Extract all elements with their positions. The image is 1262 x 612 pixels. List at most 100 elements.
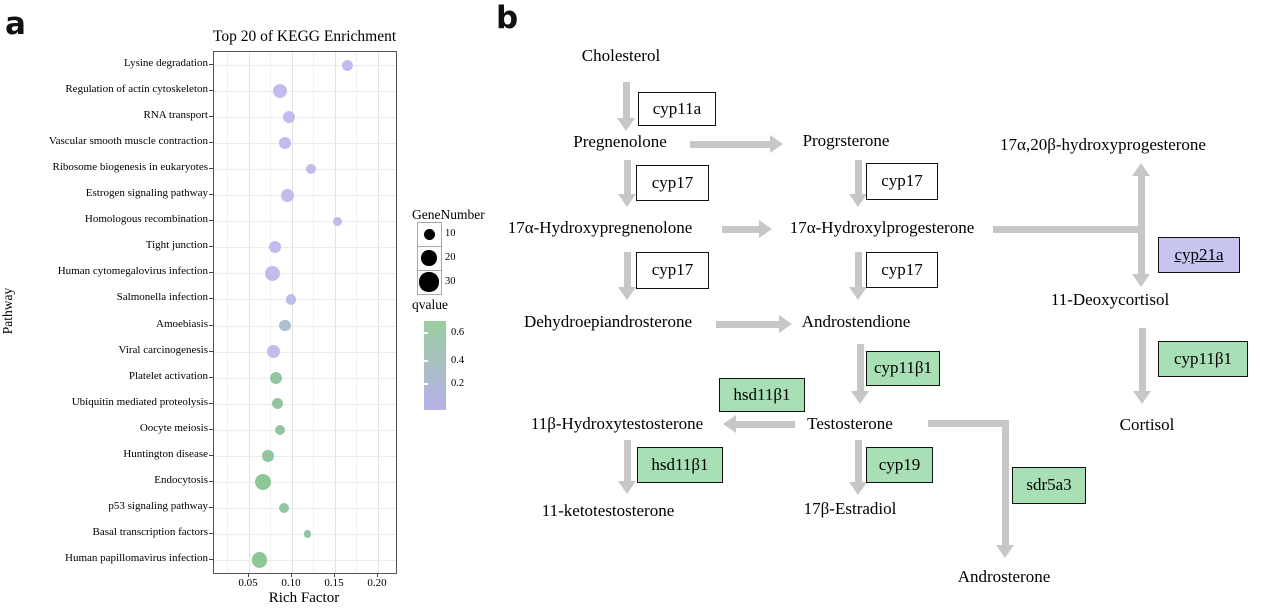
arrow-cholesterol-to-pregnenolone: [622, 82, 630, 120]
panel-a-label: a: [5, 6, 26, 42]
y-tick: [209, 116, 213, 118]
arrow-11-deoxycortisol-to-cortisol: [1138, 328, 1146, 393]
pathway-label: p53 signaling pathway: [108, 499, 208, 512]
arrow-pregnenolone-to-progrsterone: [690, 140, 772, 148]
chart-dot: [269, 371, 282, 384]
arrowhead-progrsterone-to-17a-ohprogesterone: [849, 194, 867, 207]
arrowhead-cholesterol-to-pregnenolone: [617, 118, 635, 131]
gridline-horizontal: [214, 299, 396, 301]
chart-dot: [274, 424, 286, 435]
pathway-label: Vascular smooth muscle contraction: [48, 135, 208, 148]
y-tick: [209, 480, 213, 482]
y-tick: [209, 376, 213, 378]
plot-area: [213, 51, 397, 574]
gridline-horizontal: [214, 195, 396, 197]
gridline-horizontal: [214, 65, 396, 67]
pathway-label: Salmonella infection: [116, 291, 208, 304]
chart-dot: [279, 502, 290, 514]
chart-dot: [266, 345, 280, 359]
y-tick: [209, 142, 213, 144]
legend-size-value: 30: [445, 276, 456, 287]
arrowhead-testosterone-to-17b-estradiol: [849, 482, 867, 495]
arrow-dhea-to-androstendione: [716, 320, 781, 328]
gridline-horizontal: [214, 507, 396, 509]
enzyme-box-hsd111: hsd11β1: [637, 447, 723, 483]
chart-dot: [332, 216, 343, 226]
arrow-branch-up-down: [1137, 174, 1145, 276]
legend-size-dot: [423, 228, 435, 240]
arrowhead-pregnenolone-to-17a-ohpregnenolone: [618, 194, 636, 207]
metabolite-label: 11-Deoxycortisol: [1050, 290, 1170, 309]
gridline-horizontal: [214, 403, 396, 405]
x-tick: [377, 573, 378, 577]
gridline-vertical: [377, 52, 379, 573]
enzyme-box-cyp111: cyp11β1: [866, 351, 940, 386]
x-tick: [334, 573, 335, 577]
arrowhead-branch-up-down: [1132, 274, 1150, 287]
x-tick-label: 0.20: [367, 577, 387, 589]
chart-dot: [285, 294, 297, 305]
qvalue-tick-mark: [424, 332, 428, 334]
gridline-horizontal: [214, 429, 396, 431]
legend-size-value: 20: [445, 252, 456, 263]
chart-dot: [254, 473, 271, 490]
enzyme-box-cyp19: cyp19: [866, 447, 933, 483]
arrow-testosterone-to-androsterone: [1001, 420, 1009, 547]
y-tick: [209, 246, 213, 248]
metabolite-label: 17α,20β-hydroxyprogesterone: [1000, 135, 1206, 154]
arrow-17a-ohprogesterone-branch: [993, 225, 1141, 233]
chart-dot: [341, 59, 353, 71]
pathway-label: Regulation of actin cytoskeleton: [65, 83, 208, 96]
arrow-progrsterone-to-17a-ohprogesterone: [854, 160, 862, 196]
y-tick: [209, 402, 213, 404]
arrowhead-androstendione-to-testosterone: [851, 391, 869, 404]
qvalue-tick-label: 0.6: [451, 327, 465, 338]
pathway-label: Oocyte meiosis: [139, 421, 208, 434]
chart-dot: [262, 450, 274, 462]
gridline-horizontal: [214, 169, 396, 171]
arrowhead-dhea-to-androstendione: [779, 315, 792, 333]
gridline-vertical: [248, 52, 250, 573]
gridline-vertical: [334, 52, 336, 573]
arrow-17a-ohpregnenolone-to-dhea: [623, 252, 631, 289]
x-tick: [248, 573, 249, 577]
arrow-pregnenolone-to-17a-ohpregnenolone: [623, 160, 631, 196]
chart-dot: [281, 188, 295, 202]
chart-dot: [264, 265, 280, 281]
y-tick: [209, 558, 213, 560]
legend-genenumber-title: GeneNumber: [412, 207, 485, 222]
qvalue-tick-mark: [424, 383, 428, 385]
legend-qvalue-title: qvalue: [412, 297, 448, 312]
gridline-horizontal: [214, 117, 396, 119]
enzyme-box-cyp17: cyp17: [866, 252, 938, 288]
pathway-label: Homologous recombination: [84, 213, 208, 226]
chart-dot: [268, 241, 281, 254]
gridline-horizontal: [214, 221, 396, 223]
arrowhead-testosterone-to-androsterone: [996, 545, 1014, 558]
gridline-vertical: [313, 52, 314, 573]
arrowhead-17a-ohpregnenolone-to-17a-ohprogest: [759, 220, 772, 238]
metabolite-label: Testosterone: [807, 414, 893, 433]
pathway-label: Endocytosis: [154, 473, 208, 486]
gridline-horizontal: [214, 481, 396, 483]
qvalue-tick-label: 0.4: [451, 355, 465, 366]
chart-dot: [271, 397, 284, 410]
arrowhead-pregnenolone-to-progrsterone: [770, 135, 783, 153]
arrow-testosterone-to-11b-ohtestosterone: [734, 420, 795, 428]
pathway-label: Human cytomegalovirus infection: [57, 265, 208, 278]
y-tick: [209, 220, 213, 222]
legend-size-dot: [419, 272, 439, 292]
y-tick: [209, 90, 213, 92]
enzyme-box-hsd111: hsd11β1: [719, 378, 805, 412]
x-tick-label: 0.05: [238, 577, 258, 589]
pathway-label: Human papillomavirus infection: [65, 551, 208, 564]
chart-dot: [272, 83, 288, 99]
pathway-label: Lysine degradation: [123, 57, 208, 70]
y-tick: [209, 272, 213, 274]
arrow-17a-ohprogesterone-to-androstendione: [854, 252, 862, 289]
enzyme-box-cyp17: cyp17: [866, 163, 938, 200]
pathway-label: Platelet activation: [128, 369, 208, 382]
chart-dot: [279, 319, 291, 332]
pathway-label: Huntington disease: [123, 447, 208, 460]
